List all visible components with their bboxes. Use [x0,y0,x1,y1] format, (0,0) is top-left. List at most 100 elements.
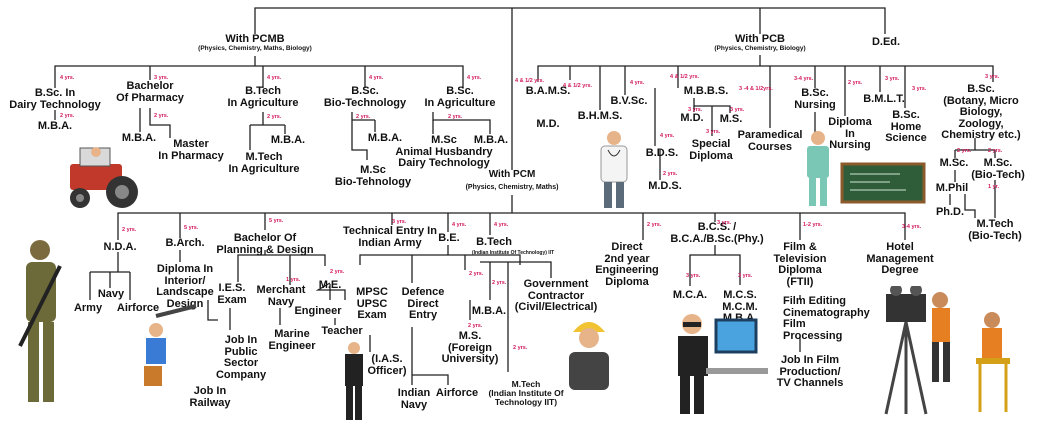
duration-label: 4 yrs. [467,75,482,81]
duration-label: 3 yrs. [738,273,753,279]
node-navy: Navy [97,288,125,300]
duration-label: 4 yrs. [494,222,509,228]
node-mba-bscagri: M.B.A. [473,134,509,146]
node-btech-agri: B.Tech In Agriculture [227,85,299,109]
node-mtech-iit: M.Tech (Indian Institute Of Technology I… [488,379,564,407]
duration-label: 2 yrs. [356,114,371,120]
engineer-illustration [569,322,609,390]
duration-label: 2 yrs. [957,148,972,154]
node-mba-dairy: M.B.A. [37,120,73,132]
pcb-subtitle: (Physics, Chemistry, Biology) [714,45,806,52]
pcm-subtitle: (Physics, Chemistry, Maths) [465,184,559,191]
duration-label: 2 yrs. [988,148,1003,154]
node-mds: M.D.S. [648,180,682,192]
node-msc-animal: M.Sc Animal Husbandry Dairy Technology [395,134,493,170]
node-diploma-interior: Diploma In Interior/ Landscape Design [156,263,214,310]
node-army: Army [73,302,103,314]
node-defence: Defence Direct Entry [401,286,445,322]
node-job-film: Job In Film Production/ TV Channels [776,354,844,390]
duration-label: 4 & 1/2 yrs. [515,78,545,84]
node-bams: B.A.M.S. [525,85,571,97]
node-mba-agri: M.B.A. [270,134,306,146]
duration-label: 2 yrs. [468,323,483,329]
duration-label: 2 yrs. [448,114,463,120]
duration-label: 2 yrs. [513,345,528,351]
node-me: M.E. [318,279,342,291]
duration-label: 2 yrs. [330,269,345,275]
duration-label: 2 yrs. [492,280,507,286]
node-diploma-nursing: Diploma In Nursing [828,116,872,152]
node-mbbs: M.B.B.S. [683,85,729,97]
node-nda: N.D.A. [103,241,137,253]
node-mba-pharm: M.B.A. [121,132,157,144]
soldier-illustration [18,240,62,402]
node-job-railway: Job In Railway [189,385,231,409]
duration-label: 5 yrs. [269,218,284,224]
duration-label: 3 yrs. [912,86,927,92]
duration-label: 4 yrs. [630,80,645,86]
doctor-illustration [600,131,628,208]
node-bplan: Bachelor Of Planning & Design [216,232,314,256]
duration-label: 3 -4 & 1/2yrs. [739,86,773,92]
node-bsc-botany: B.Sc. (Botany, Micro Biology, Zoology, C… [941,83,1021,142]
node-paramedical: Paramedical Courses [737,129,803,153]
node-direct-diploma: Direct 2nd year Engineering Diploma [595,241,659,288]
node-govt-contractor: Government Contractor (Civil/Electrical) [514,278,598,314]
duration-label: 2 yrs. [122,227,137,233]
node-airforce: Airforce [116,302,160,314]
node-bsc-agri: B.Sc. In Agriculture [424,85,496,109]
duration-label: 2 yrs. [663,171,678,177]
node-ms-foreign: M.S. (Foreign University) [441,330,499,366]
node-engineer: Engineer [294,305,342,317]
duration-label: 2 yrs. [848,80,863,86]
duration-label: 3 yrs. [730,107,745,113]
duration-label: 4 yrs. [267,75,282,81]
node-indian-navy: Indian Navy [397,387,431,411]
node-mca: M.C.A. [672,289,708,301]
node-merchant-navy: Merchant Navy [256,284,306,308]
node-film-editing: Film Editing Cinematography Film Process… [783,295,870,342]
node-mba-iit: M.B.A. [471,305,507,317]
duration-label: 4 yrs. [452,222,467,228]
tractor-illustration [70,147,138,208]
duration-label: 4 yrs. [60,75,75,81]
node-mba-biotech: M.B.A. [367,132,403,144]
node-bcs: B.C.S. / B.C.A./B.Sc.(Phy.) [670,221,764,245]
duration-label: 5 yrs. [184,225,199,231]
duration-label: 1 yr. [988,184,1000,190]
duration-label: 2 yrs. [267,114,282,120]
duration-label: 3-4 yrs. [794,76,814,82]
pcb-title: With PCB [734,33,785,45]
node-marine-engineer: Marine Engineer [268,328,316,352]
duration-label: 3 yrs. [706,129,721,135]
nurse-illustration [807,131,829,206]
node-ms-mbbs: M.S. [719,113,743,125]
node-film: Film & Television Diploma (FTII) [773,241,827,288]
chalkboard-illustration [840,162,926,204]
node-bhms: B.H.M.S. [577,110,623,122]
pcmb-title: With PCMB [225,33,285,45]
duration-label: 1-2 yrs. [803,222,823,228]
node-mpharm: Master In Pharmacy [158,138,224,162]
duration-label: 3 yrs. [885,76,900,82]
node-bvsc: B.V.Sc. [610,95,648,107]
node-btech-iit-sub: (Indian Institute Of Technology) IIT [472,250,555,256]
duration-label: 4 yrs. [660,133,675,139]
node-be: B.E. [438,232,460,244]
node-md-mbbs: M.D. [680,112,704,124]
officer-illustration [345,342,363,420]
node-bpharm: Bachelor Of Pharmacy [116,80,184,104]
node-bsc-homesci: B.Sc. Home Science [885,109,927,145]
node-teacher: Teacher [321,325,363,337]
duration-label: 3 yrs. [686,273,701,279]
duration-label: 2 yrs. [647,222,662,228]
node-hotel: Hotel Management Degree [866,241,934,277]
node-mtech-agri: M.Tech In Agriculture [228,151,300,175]
programmer-illustration [678,314,768,414]
node-airforce2: Airforce [435,387,479,399]
duration-label: 3-4 yrs. [902,224,922,230]
duration-label: 3 yrs. [392,219,407,225]
duration-label: 2 yrs. [60,113,75,119]
node-msc-bot: M.Sc. [939,157,969,169]
